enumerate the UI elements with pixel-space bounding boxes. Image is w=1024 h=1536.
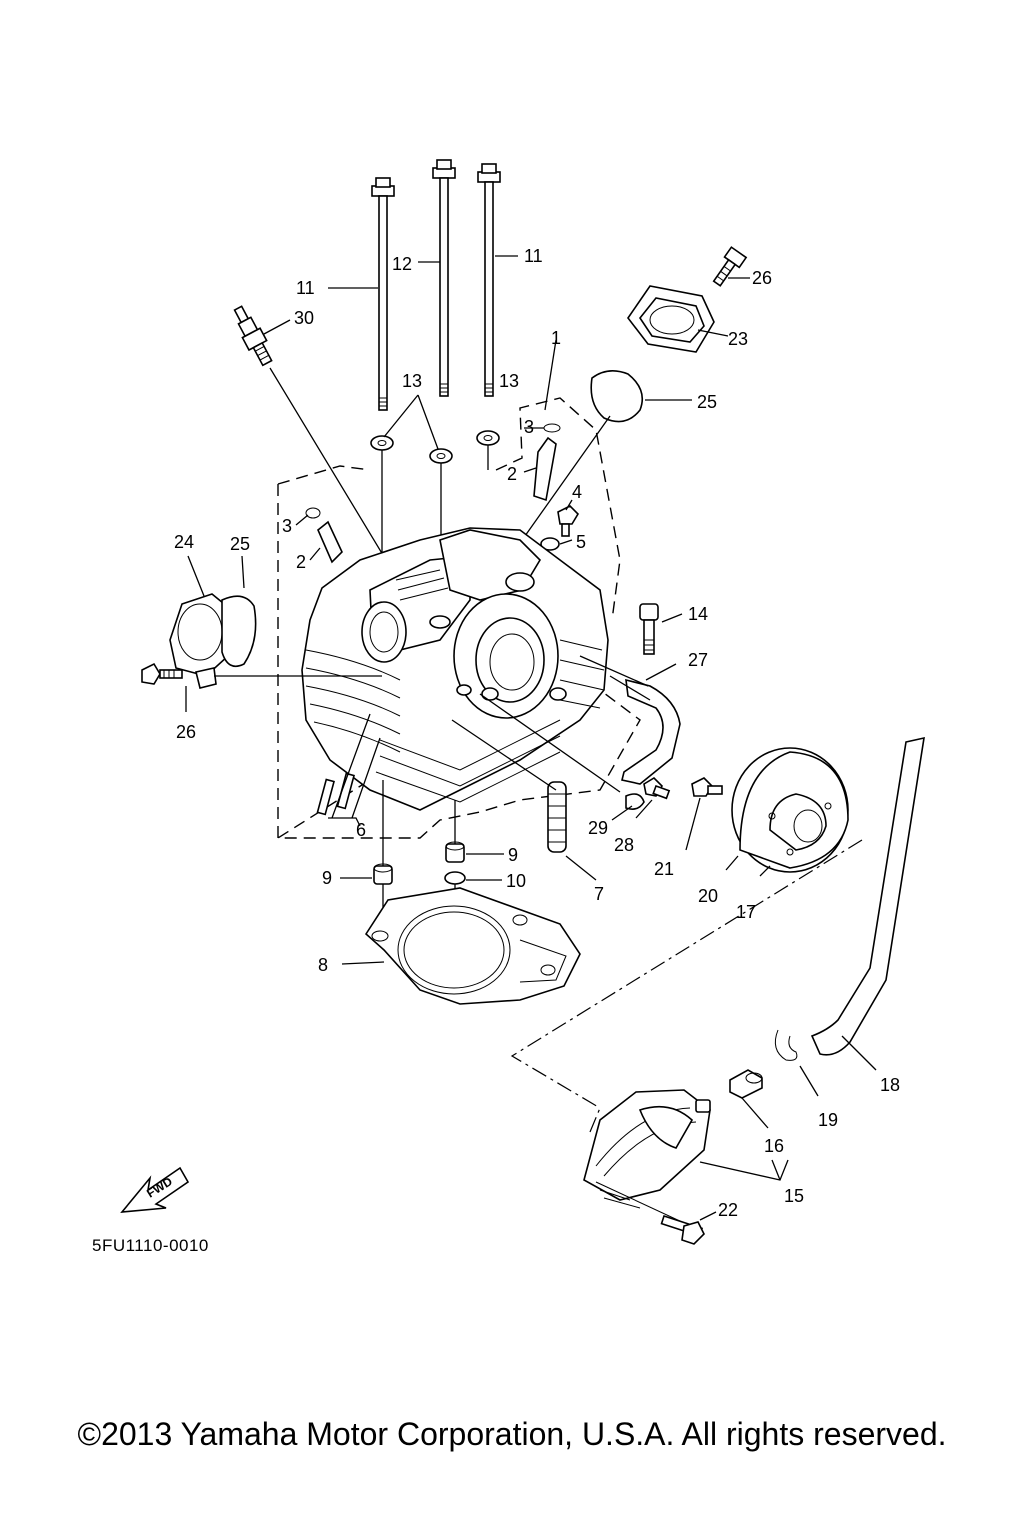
callout-1: 1 xyxy=(551,328,561,348)
dashed-group-outline xyxy=(275,397,641,839)
callout-3a: 3 xyxy=(524,417,534,437)
callout-14: 14 xyxy=(688,604,708,624)
callout-4: 4 xyxy=(572,482,582,502)
oring-10 xyxy=(444,871,466,885)
dowel-pin-9-right xyxy=(445,841,465,863)
callout-3b: 3 xyxy=(282,516,292,536)
washer-5 xyxy=(540,537,560,551)
callout-9a: 9 xyxy=(508,845,518,865)
gasket-25-left xyxy=(221,595,257,668)
cover-15 xyxy=(583,1089,711,1209)
fwd-arrow-icon: FWD xyxy=(120,1166,190,1213)
callout-12: 12 xyxy=(392,254,412,274)
valve-guide-2-left xyxy=(295,507,343,564)
callout-19: 19 xyxy=(818,1110,838,1130)
callout-6: 6 xyxy=(356,820,366,840)
pipe-7 xyxy=(547,781,567,853)
callout-24: 24 xyxy=(174,532,194,552)
callout-labels: 11 12 11 26 30 23 1 13 13 25 3 2 4 3 5 2… xyxy=(174,246,900,1220)
callout-2b: 2 xyxy=(296,552,306,572)
plug-21 xyxy=(691,777,723,797)
valve-guide-2-right xyxy=(523,423,561,502)
callout-29: 29 xyxy=(588,818,608,838)
callout-25b: 25 xyxy=(230,534,250,554)
spark-plug-30 xyxy=(233,305,273,367)
plug-16 xyxy=(729,1069,763,1099)
bolt-22 xyxy=(660,1214,705,1245)
callout-13a: 13 xyxy=(402,371,422,391)
copyright-notice: ©2013 Yamaha Motor Corporation, U.S.A. A… xyxy=(77,1416,947,1452)
callout-22: 22 xyxy=(718,1200,738,1220)
callout-7: 7 xyxy=(594,884,604,904)
bolt-4 xyxy=(557,499,580,537)
tappet-cover-17 xyxy=(731,747,849,873)
head-gasket-8 xyxy=(364,887,581,1005)
callout-9b: 9 xyxy=(322,868,332,888)
bolt-11-left xyxy=(371,177,395,411)
callout-17: 17 xyxy=(736,902,756,922)
bolt-11-right xyxy=(477,163,501,397)
callout-16: 16 xyxy=(764,1136,784,1156)
clip-19 xyxy=(774,1029,798,1061)
bolt-12-center xyxy=(432,159,456,397)
callout-18: 18 xyxy=(880,1075,900,1095)
callout-13b: 13 xyxy=(499,371,519,391)
callout-8: 8 xyxy=(318,955,328,975)
callout-26a: 26 xyxy=(752,268,772,288)
callout-25a: 25 xyxy=(697,392,717,412)
bolt-28 xyxy=(643,776,671,800)
cylinder-head xyxy=(301,527,609,811)
callout-10: 10 xyxy=(506,871,526,891)
cylinder-head-bolts xyxy=(328,159,518,411)
gasket-27 xyxy=(621,678,681,785)
bolt-14 xyxy=(639,603,659,655)
callout-27: 27 xyxy=(688,650,708,670)
dowel-pin-9-left xyxy=(373,863,393,885)
callout-23: 23 xyxy=(728,329,748,349)
callout-28: 28 xyxy=(614,835,634,855)
diagram-code: 5FU1110-0010 xyxy=(92,1236,209,1255)
callout-30: 30 xyxy=(294,308,314,328)
callout-2a: 2 xyxy=(507,464,517,484)
gasket-25-top xyxy=(590,370,644,423)
callout-11a: 11 xyxy=(296,278,315,298)
callout-21: 21 xyxy=(654,859,674,879)
screw-26-left xyxy=(141,662,183,685)
assembly-line-cover xyxy=(510,839,863,1109)
callout-26b: 26 xyxy=(176,722,196,742)
callout-15: 15 xyxy=(784,1186,804,1206)
callout-5: 5 xyxy=(576,532,586,552)
studs-6 xyxy=(316,713,381,827)
screw-26-top xyxy=(712,246,748,287)
callout-11b: 11 xyxy=(524,246,543,266)
oring-29 xyxy=(625,793,645,810)
callout-20: 20 xyxy=(698,886,718,906)
intake-joint-23 xyxy=(627,285,715,353)
breather-hose-18 xyxy=(810,736,925,1071)
